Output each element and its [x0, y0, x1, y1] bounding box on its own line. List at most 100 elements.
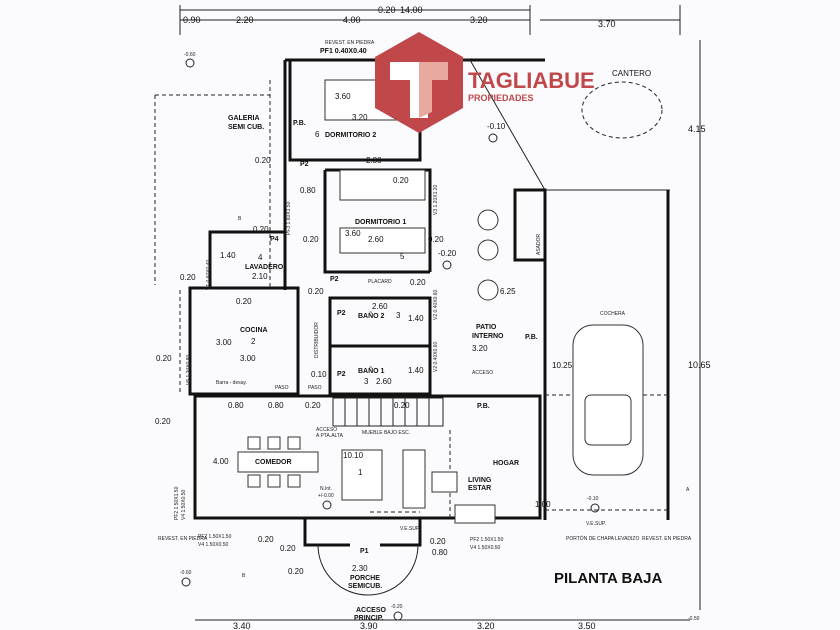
porton-label: PORTÓN DE CHAPA LEVADIZO	[566, 535, 639, 542]
dim-label: 3.20	[470, 15, 488, 25]
dim-label: 2.10	[252, 272, 268, 281]
opening-label: V5 1.20X0.80	[186, 354, 192, 385]
room-number: 2	[251, 337, 256, 346]
level-marker-icon	[393, 611, 403, 621]
distribuidor-label: DISTRIBUIDOR	[314, 322, 320, 358]
dim-label: 0.20	[394, 401, 410, 410]
sofa	[402, 449, 426, 509]
mueble-label: MUEBLE BAJO ESC.	[362, 430, 410, 436]
furniture	[237, 79, 663, 524]
room-number: 3	[396, 311, 401, 320]
tree-icon	[477, 239, 499, 261]
dim-label: 0.20	[236, 297, 252, 306]
dim-label: 3.00	[216, 338, 232, 347]
revest-label: REVEST. EN PIEDRA	[158, 536, 208, 542]
room-name-living: LIVING	[468, 477, 492, 484]
dim-label: 3.20	[352, 113, 368, 122]
room-name-comedor: COMEDOR	[255, 459, 292, 466]
dim-label: 0.20	[428, 235, 444, 244]
dim-label: 0.20	[180, 273, 196, 282]
brand-logo: TAGLIABUE PROPIEDADES	[375, 32, 595, 133]
room-name-lavadero: LAVADERO	[245, 264, 284, 271]
dim-label: 0.20	[156, 354, 172, 363]
dim-label: 0.20	[255, 156, 271, 165]
tree-icon	[477, 209, 499, 231]
dim-label: 1.40	[408, 366, 424, 375]
dim-label: 3.60	[335, 92, 351, 101]
dim-label: 0.20	[303, 235, 319, 244]
level-label: -0.20	[438, 249, 457, 258]
dim-label: 0.20	[280, 544, 296, 553]
level-label: -0.60	[184, 52, 196, 58]
bottom-dimension-labels: 3.40 3.90 3.20 3.50 4.15 10.65 10.255	[233, 124, 711, 630]
asador-label: ASADOR	[536, 233, 542, 255]
opening-label: V4 1.50X0.50	[198, 542, 229, 548]
acceso-principal-label: ACCESO	[356, 607, 387, 614]
opening-label: V1 0.60X0.40	[206, 259, 212, 290]
room-name-patio: INTERNO	[472, 333, 504, 340]
pb-label: P.B.	[293, 120, 306, 127]
room-number: 4	[258, 253, 263, 262]
level-marker-icon	[322, 500, 332, 510]
room-name-dormitorio-1: DORMITORIO 1	[355, 219, 406, 226]
dim-label: 14.00	[400, 5, 423, 15]
dim-label: 0.20	[155, 417, 171, 426]
dim-label: 3.20	[472, 344, 488, 353]
dim-label: 0.20	[308, 287, 324, 296]
pb-label: P.B.	[525, 334, 538, 341]
room-name-dormitorio-2: DORMITORIO 2	[325, 132, 376, 139]
acceso-pta-alta-label: A PTA.ALTA	[316, 433, 344, 439]
dim-label: 0.20	[378, 5, 396, 15]
dim-label: 3.60	[345, 229, 361, 238]
dim-label: 3.00	[240, 354, 256, 363]
pb-label: P.B.	[477, 403, 490, 410]
acceso-label: ACCESO	[472, 370, 493, 376]
plan-title: PILANTA BAJA	[554, 570, 663, 587]
door-label: P1	[360, 548, 369, 555]
dim-label: 2.30	[352, 564, 368, 573]
room-number: 1	[358, 468, 363, 477]
room-name-hogar: HOGAR	[493, 460, 519, 467]
dim-label: 0.20	[410, 278, 426, 287]
room-name-bano-2: BAÑO 2	[358, 311, 385, 320]
dim-label: 0.20	[288, 567, 304, 576]
dim-label: 0.80	[268, 401, 284, 410]
acceso-pta-alta-label: ACCESO	[316, 427, 337, 433]
dim-label: 0.80	[300, 186, 316, 195]
dim-label: 0.20	[430, 537, 446, 546]
level-label: -0.10	[587, 496, 599, 502]
opening-label: V2 0.40X0.60	[433, 341, 439, 372]
revest-label: REVEST. EN PIEDRA	[325, 40, 375, 46]
opening-label: PF2 1.50X1.50	[174, 486, 180, 520]
living-rug	[341, 449, 383, 501]
opening-label: PF2 1.50X1.50	[470, 537, 504, 543]
dim-label: 1.00	[535, 500, 551, 509]
dim-label: 2.60	[368, 235, 384, 244]
acceso-principal-label: PRINCIP.	[354, 615, 383, 622]
opening-label: V2 0.40X0.60	[433, 289, 439, 320]
placard-label: PLACARD	[368, 279, 392, 285]
revest-label: REVEST. EN PIEDRA	[642, 536, 692, 542]
opening-label: V4 1.50X0.50	[470, 545, 501, 551]
level-label: -0.10	[487, 122, 506, 131]
level-marker-icon	[185, 58, 195, 68]
room-name-bano-1: BAÑO 1	[358, 366, 385, 375]
opening-label: V3 1.20X1.20	[433, 184, 439, 215]
door-label: P2	[300, 161, 309, 168]
door-label: P2	[337, 371, 346, 378]
room-number: 3	[364, 377, 369, 386]
door-label: P4	[270, 236, 279, 243]
pf1-label: PF1 0.40X0.40	[320, 48, 367, 55]
dim-label: 0.90	[183, 15, 201, 25]
logo-brand: TAGLIABUE	[468, 68, 595, 93]
dim-label: 4.00	[213, 457, 229, 466]
dim-label: 3.70	[598, 19, 616, 29]
top-dimension-labels: 0.90 2.20 4.00 0.20 14.00 3.20 3.70	[183, 5, 616, 29]
barra-label: Barra - desay.	[216, 380, 247, 386]
door-label: P2	[337, 310, 346, 317]
dim-label: 3.20	[477, 621, 495, 630]
paso-label: PASO	[275, 385, 289, 391]
level-label: -0.20	[391, 604, 403, 610]
dim-label: 0.10	[311, 370, 327, 379]
room-labels: CANTERO REVEST. EN PIEDRA PF1 0.40X0.40 …	[155, 40, 692, 622]
